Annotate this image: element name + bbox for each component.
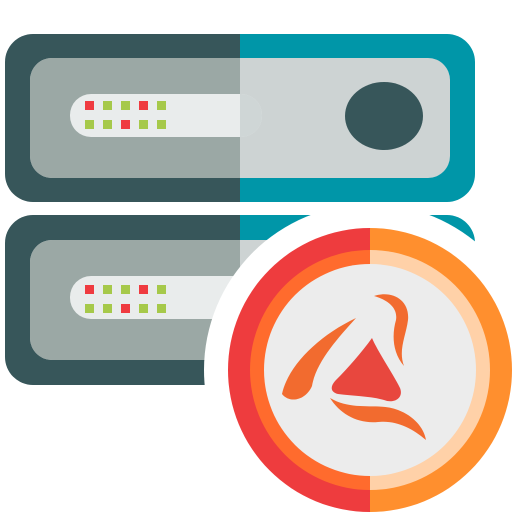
logo-center-triangle — [331, 338, 401, 402]
led-red — [139, 101, 148, 110]
led-green — [157, 285, 166, 294]
server-unit-top — [5, 34, 475, 202]
logo-swoosh-bottom — [330, 398, 426, 440]
led-green — [139, 120, 148, 129]
logo-swoosh-left — [282, 318, 356, 400]
led-green — [121, 285, 130, 294]
led-red — [85, 101, 94, 110]
led-green — [121, 101, 130, 110]
led-green — [85, 120, 94, 129]
led-green — [157, 101, 166, 110]
led-green — [103, 285, 112, 294]
led-green — [139, 304, 148, 313]
led-green — [103, 120, 112, 129]
status-leds — [85, 285, 166, 313]
status-leds — [85, 101, 166, 129]
indicator-strip — [70, 276, 262, 319]
indicator-strip-end — [240, 94, 262, 137]
led-green — [103, 101, 112, 110]
led-green — [157, 304, 166, 313]
indicator-strip — [70, 94, 262, 137]
power-knob-icon — [345, 82, 423, 150]
led-red — [139, 285, 148, 294]
led-red — [121, 304, 130, 313]
appcelerator-badge — [204, 204, 512, 512]
led-red — [85, 285, 94, 294]
led-green — [103, 304, 112, 313]
led-green — [85, 304, 94, 313]
led-green — [157, 120, 166, 129]
appcelerator-logo-icon — [282, 294, 426, 440]
logo-swoosh-top — [374, 294, 409, 366]
led-red — [121, 120, 130, 129]
